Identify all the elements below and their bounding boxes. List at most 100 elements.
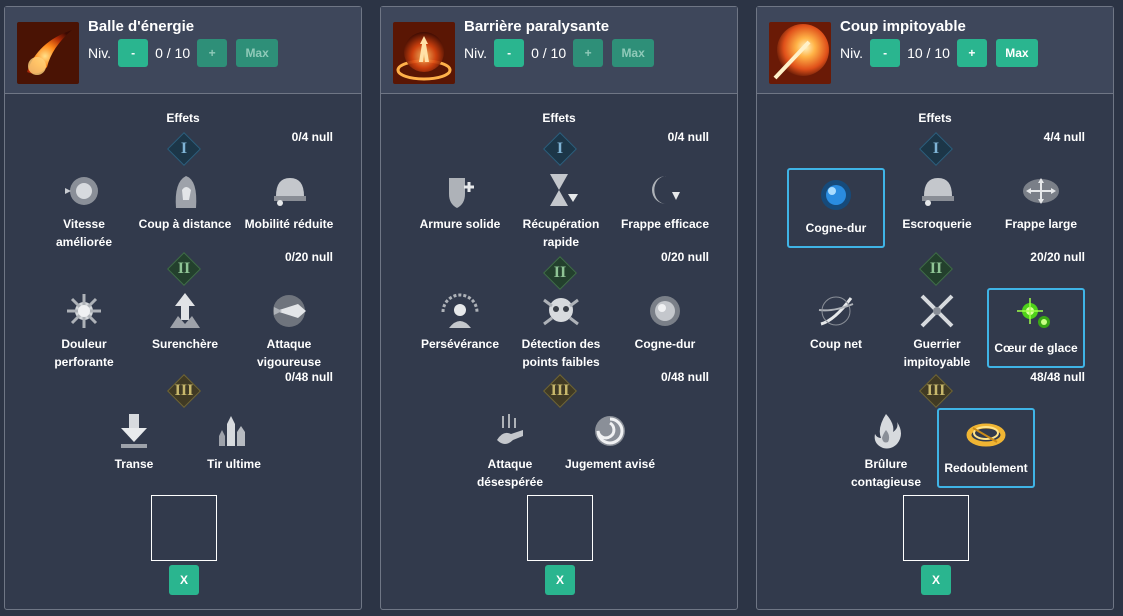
hooded-figure-icon xyxy=(175,176,197,208)
tier-1-count: 0/4 null xyxy=(291,130,333,144)
tier-1-badge: I xyxy=(919,132,953,166)
clear-button[interactable]: X xyxy=(169,565,199,595)
arrow-down-icon xyxy=(121,414,147,448)
green-sparks-icon xyxy=(1017,298,1050,328)
option-douleur-perforante[interactable]: Douleur perforante xyxy=(35,290,133,371)
option-transe[interactable]: Transe xyxy=(85,410,183,473)
niv-label: Niv. xyxy=(88,45,112,61)
gold-ring-icon xyxy=(966,423,1006,447)
clear-button[interactable]: X xyxy=(921,565,951,595)
option-frappe-efficace[interactable]: Frappe efficace xyxy=(616,170,714,233)
hourglass-icon xyxy=(550,174,578,206)
tier-3-count: 48/48 null xyxy=(1030,370,1085,384)
option-vitesse-amelioree[interactable]: Vitesse améliorée xyxy=(35,170,133,251)
tier-2-badge: II xyxy=(919,252,953,286)
tier-1-badge: I xyxy=(167,132,201,166)
option-escroquerie[interactable]: Escroquerie xyxy=(888,170,986,233)
level-max-button[interactable]: Max xyxy=(612,39,655,67)
option-coup-net[interactable]: Coup net xyxy=(787,290,885,353)
tier-3-badge: III xyxy=(167,374,201,408)
skull-icon xyxy=(543,298,579,326)
option-attaque-vigoureuse[interactable]: Attaque vigoureuse xyxy=(240,290,338,371)
option-tir-ultime[interactable]: Tir ultime xyxy=(185,410,283,473)
panel-header: Balle d'énergie Niv. - 0 / 10 + Max xyxy=(5,7,361,94)
crossed-swords-icon xyxy=(920,294,954,328)
result-slot[interactable] xyxy=(151,495,217,561)
skill-panel-barriere-paralysante: Barrière paralysante Niv. - 0 / 10 + Max… xyxy=(380,6,738,610)
level-minus-button[interactable]: - xyxy=(870,39,901,67)
speed-orb-icon xyxy=(65,177,98,205)
spiked-ball-icon xyxy=(67,294,101,328)
level-plus-button[interactable]: + xyxy=(956,39,987,67)
tier-2-badge: II xyxy=(167,252,201,286)
option-coeur-de-glace[interactable]: Cœur de glace xyxy=(987,288,1085,368)
option-redoublement[interactable]: Redoublement xyxy=(937,408,1035,488)
orb-icon xyxy=(650,296,680,326)
helmet-icon xyxy=(274,178,306,206)
panel-header: Barrière paralysante Niv. - 0 / 10 + Max xyxy=(381,7,737,94)
tier-2-badge: II xyxy=(543,256,577,290)
tier-2-count: 0/20 null xyxy=(284,250,333,264)
tier-2-count: 20/20 null xyxy=(1030,250,1085,264)
niv-label: Niv. xyxy=(464,45,488,61)
option-guerrier-impitoyable[interactable]: Guerrier impitoyable xyxy=(888,290,986,371)
option-cogne-dur[interactable]: Cogne-dur xyxy=(616,290,714,353)
hand-icon xyxy=(497,414,523,444)
effects-title: Effets xyxy=(918,111,952,125)
person-aura-icon xyxy=(441,293,479,328)
crescent-down-icon xyxy=(652,176,680,204)
option-recuperation-rapide[interactable]: Récupération rapide xyxy=(512,170,610,251)
tier-3-count: 0/48 null xyxy=(660,370,709,384)
level-plus-button[interactable]: + xyxy=(197,39,228,67)
level-value: 10 / 10 xyxy=(907,45,950,61)
option-detection-points-faibles[interactable]: Détection des points faibles xyxy=(512,290,610,371)
option-mobilite-reduite[interactable]: Mobilité réduite xyxy=(240,170,338,233)
blue-orb-icon xyxy=(821,180,851,210)
tier-1-badge: I xyxy=(543,132,577,166)
level-row: Niv. - 0 / 10 + Max xyxy=(464,39,655,67)
option-coup-a-distance[interactable]: Coup à distance xyxy=(136,170,234,233)
tier-1-count: 0/4 null xyxy=(667,130,709,144)
shield-plus-icon xyxy=(449,178,474,208)
tier-3-count: 0/48 null xyxy=(284,370,333,384)
skill-name: Coup impitoyable xyxy=(840,18,966,35)
swirl-icon xyxy=(595,416,625,446)
option-attaque-desesperee[interactable]: Attaque désespérée xyxy=(461,410,559,491)
fireball-skill-icon xyxy=(17,22,79,84)
level-row: Niv. - 10 / 10 + Max xyxy=(840,39,1038,67)
result-slot[interactable] xyxy=(527,495,593,561)
option-armure-solide[interactable]: Armure solide xyxy=(411,170,509,233)
level-max-button[interactable]: Max xyxy=(236,39,279,67)
slash-icon xyxy=(818,296,854,326)
compass-icon xyxy=(1023,178,1059,204)
option-brulure-contagieuse[interactable]: Brûlure contagieuse xyxy=(837,410,935,491)
effects-title: Effets xyxy=(166,111,200,125)
tier-3-badge: III xyxy=(543,374,577,408)
skill-panel-balle-energie: Balle d'énergie Niv. - 0 / 10 + Max Effe… xyxy=(4,6,362,610)
niv-label: Niv. xyxy=(840,45,864,61)
skill-name: Barrière paralysante xyxy=(464,18,610,35)
arrow-up-burst-icon xyxy=(170,293,200,328)
barrier-skill-icon xyxy=(393,22,455,84)
option-cogne-dur[interactable]: Cogne-dur xyxy=(787,168,885,248)
rockets-icon xyxy=(219,416,245,446)
option-jugement-avise[interactable]: Jugement avisé xyxy=(561,410,659,473)
level-plus-button[interactable]: + xyxy=(573,39,604,67)
panel-header: Coup impitoyable Niv. - 10 / 10 + Max xyxy=(757,7,1113,94)
tier-2-count: 0/20 null xyxy=(660,250,709,264)
level-minus-button[interactable]: - xyxy=(494,39,525,67)
option-surenchere[interactable]: Surenchère xyxy=(136,290,234,353)
tier-3-badge: III xyxy=(919,374,953,408)
result-slot[interactable] xyxy=(903,495,969,561)
option-frappe-large[interactable]: Frappe large xyxy=(992,170,1090,233)
fire-slash-skill-icon xyxy=(769,22,831,84)
level-minus-button[interactable]: - xyxy=(118,39,149,67)
level-row: Niv. - 0 / 10 + Max xyxy=(88,39,279,67)
effects-title: Effets xyxy=(542,111,576,125)
flame-icon xyxy=(874,414,901,449)
clear-button[interactable]: X xyxy=(545,565,575,595)
level-max-button[interactable]: Max xyxy=(995,39,1038,67)
option-perseverance[interactable]: Persévérance xyxy=(411,290,509,353)
missile-icon xyxy=(273,295,306,327)
skill-name: Balle d'énergie xyxy=(88,18,195,35)
